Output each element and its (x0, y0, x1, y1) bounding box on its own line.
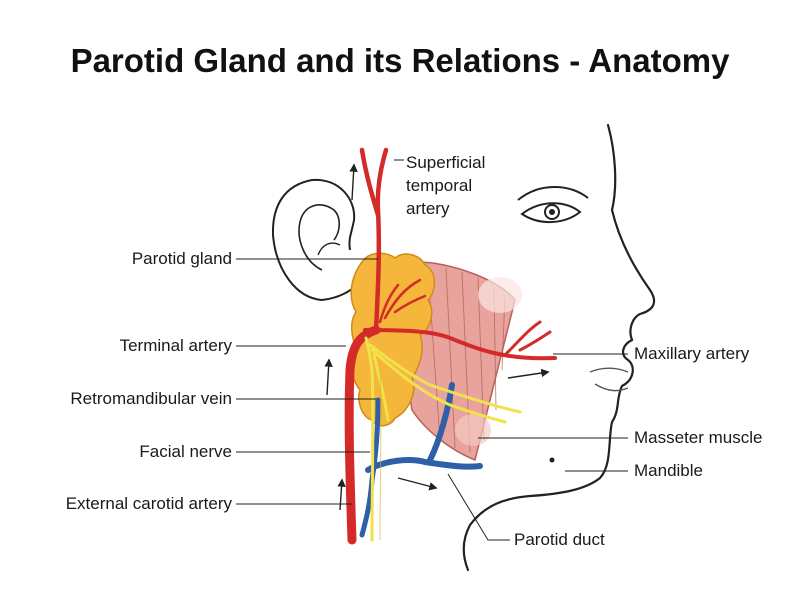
label-parotid-duct: Parotid duct (514, 530, 605, 549)
page-title: Parotid Gland and its Relations - Anatom… (70, 42, 730, 79)
label-parotid-gland: Parotid gland (131, 249, 232, 268)
label-mandible: Mandible (634, 461, 703, 480)
external-carotid-artery-vessel (344, 325, 381, 545)
label-retromandibular-vein: Retromandibular vein (70, 389, 232, 408)
up-arrow-icon (324, 358, 333, 396)
label-maxillary-artery: Maxillary artery (634, 344, 750, 363)
leader-lines (236, 159, 628, 541)
ear (271, 178, 357, 302)
right-arrow-icon (397, 477, 438, 491)
facial-nerve-vessel (364, 336, 522, 542)
up-arrow-icon (337, 478, 346, 511)
label-facial-nerve: Facial nerve (139, 442, 232, 461)
maxillary-artery-vessel (363, 328, 557, 361)
label-superficial-temporal-artery: Superficial temporal artery (406, 153, 486, 218)
mouth (589, 367, 629, 392)
superficial-temporal-artery-vessel (359, 147, 389, 333)
mandible-mark (549, 457, 555, 463)
label-external-carotid-artery: External carotid artery (65, 494, 232, 513)
eye-icon (517, 186, 589, 224)
right-arrow-icon (507, 368, 550, 379)
label-masseter-muscle: Masseter muscle (634, 428, 763, 447)
up-arrow-icon (349, 163, 358, 201)
face-outline (462, 123, 656, 572)
label-terminal-artery: Terminal artery (119, 336, 232, 355)
